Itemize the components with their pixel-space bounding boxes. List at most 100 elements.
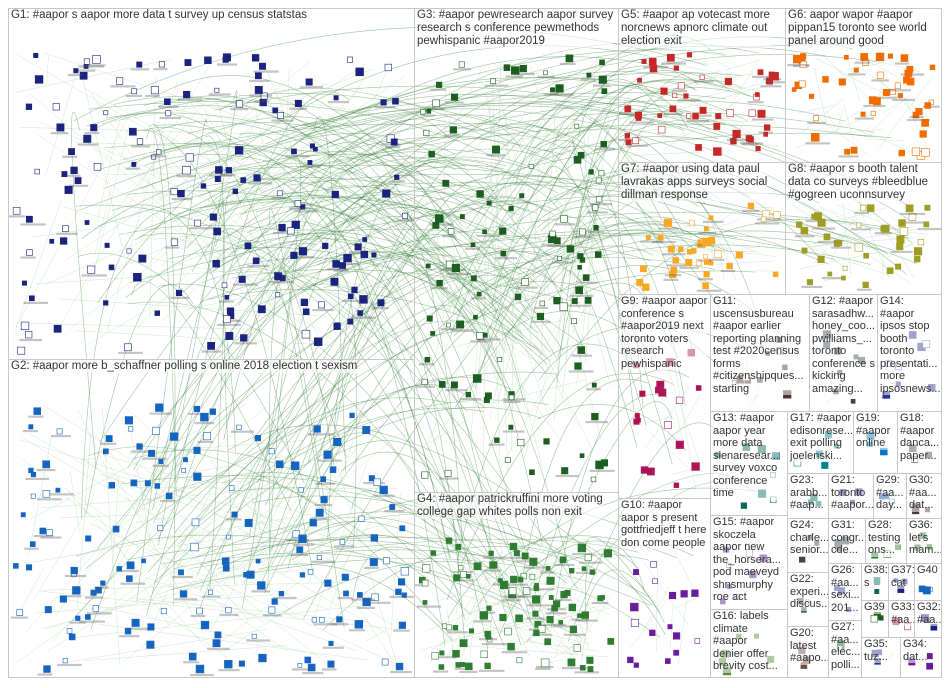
- node: [131, 161, 137, 167]
- node-label: [548, 244, 571, 247]
- node: [715, 113, 722, 120]
- node: [926, 662, 934, 670]
- group-g39[interactable]: G39: [861, 600, 889, 638]
- node-label: [384, 509, 405, 513]
- group-g35[interactable]: G35: tuz...: [861, 637, 901, 678]
- node: [332, 260, 340, 268]
- group-g3[interactable]: G3: #aapor pewresearch aapor survey rese…: [414, 8, 619, 493]
- group-g19[interactable]: G19: #aapor online: [853, 411, 898, 474]
- group-g13[interactable]: G13: #aapor aapor year more data sienare…: [710, 411, 788, 516]
- group-g26[interactable]: G26: #aa... sexi... 201...: [828, 563, 862, 621]
- group-g12[interactable]: G12: #aapor sarasadhw... honey_coo... pw…: [809, 294, 878, 412]
- group-g18[interactable]: G18: #aapor danca... paper...: [897, 411, 942, 474]
- node: [390, 138, 398, 146]
- node: [757, 69, 764, 76]
- group-g2[interactable]: G2: #aapor more b_schaffner polling s on…: [8, 359, 415, 678]
- node: [472, 374, 482, 383]
- group-g22[interactable]: G22: experi... discus...: [787, 572, 829, 627]
- group-g24[interactable]: G24: charle... senior...: [787, 518, 829, 573]
- node-label: [302, 671, 324, 675]
- node-label: [742, 209, 760, 212]
- node: [200, 620, 210, 630]
- node: [116, 566, 122, 572]
- group-g30[interactable]: G30: #aa... dat...: [906, 473, 942, 519]
- group-g27[interactable]: G27: #aa... elec... polli...: [828, 620, 862, 678]
- node: [657, 113, 663, 118]
- node: [571, 298, 578, 304]
- node: [691, 462, 700, 471]
- node: [915, 108, 923, 116]
- group-g38[interactable]: G38: s: [861, 563, 889, 601]
- group-g16[interactable]: G16: labels climate #aapor denier offer …: [710, 609, 788, 678]
- node: [894, 82, 901, 89]
- node: [685, 259, 693, 266]
- node-label: [758, 131, 773, 134]
- node: [584, 297, 592, 304]
- group-g28[interactable]: G28: testing ons...: [865, 518, 907, 564]
- node: [200, 412, 209, 422]
- node: [183, 457, 188, 463]
- node: [224, 295, 230, 300]
- group-g4[interactable]: G4: #aapor patrickruffini more voting co…: [414, 492, 619, 678]
- node: [663, 218, 672, 227]
- node: [460, 662, 466, 667]
- group-g9[interactable]: G9: #aapor aapor conference s #aapor2019…: [618, 294, 711, 499]
- node: [154, 310, 161, 316]
- node: [271, 598, 278, 605]
- node: [90, 124, 98, 132]
- node: [850, 398, 856, 404]
- group-g23[interactable]: G23: arabb... #aap...: [787, 473, 829, 519]
- node: [290, 251, 298, 259]
- node: [298, 247, 308, 256]
- node: [442, 179, 450, 187]
- node-label: [540, 571, 555, 574]
- node: [465, 391, 472, 398]
- group-g34[interactable]: G34: dat...: [900, 637, 942, 678]
- node-label: [494, 257, 518, 260]
- node: [92, 605, 99, 612]
- node: [874, 589, 880, 594]
- node: [714, 250, 722, 258]
- group-g7[interactable]: G7: #aapor using data paul lavrakas apps…: [618, 162, 786, 295]
- group-g33[interactable]: G33: #aa...: [888, 600, 915, 638]
- group-g6[interactable]: G6: aapor wapor #aapor pippan15 toronto …: [785, 8, 942, 163]
- node: [555, 84, 564, 93]
- group-g5[interactable]: G5: #aapor ap votecast more norcnews apn…: [618, 8, 786, 163]
- group-g36[interactable]: G36: let's mam...: [906, 518, 942, 564]
- node: [486, 200, 492, 206]
- group-g32[interactable]: G32: #aa...: [914, 600, 942, 638]
- node: [522, 587, 531, 595]
- node-label: [218, 669, 240, 672]
- node-label: [502, 599, 521, 602]
- node: [371, 593, 379, 602]
- node-label: [892, 98, 916, 102]
- group-g17[interactable]: G17: #aapor edisonrese... exit polling j…: [787, 411, 854, 474]
- node: [20, 321, 30, 331]
- group-g30-label: G30: #aa... dat...: [909, 474, 937, 512]
- node-label: [314, 503, 333, 507]
- group-g1[interactable]: G1: #aapor s aapor more data t survey up…: [8, 8, 415, 360]
- node: [136, 61, 143, 68]
- group-g37[interactable]: G37: cat: [888, 563, 915, 601]
- node: [66, 628, 73, 634]
- group-g20[interactable]: G20: latest #aapo...: [787, 626, 829, 678]
- group-g15[interactable]: G15: #aapor skoczela aapor new the_horse…: [710, 515, 788, 610]
- node: [160, 607, 168, 615]
- node-label: [566, 304, 591, 307]
- node-label: [504, 583, 529, 586]
- group-g11[interactable]: G11: uscensusbureau #aapor earlier repor…: [710, 294, 810, 412]
- group-g9-label: G9: #aapor aapor conference s #aapor2019…: [621, 295, 708, 370]
- group-g31[interactable]: G31: congr... cde...: [828, 518, 866, 564]
- node: [484, 662, 491, 670]
- group-g10[interactable]: G10: #aapor aapor s present gottfriedjef…: [618, 498, 711, 678]
- group-g29[interactable]: G29: #aa... day...: [873, 473, 907, 519]
- node: [913, 255, 921, 263]
- group-g14[interactable]: G14: #aapor ipsos stop booth toronto pre…: [877, 294, 942, 412]
- group-g8[interactable]: G8: #aapor s booth talent data co survey…: [785, 162, 942, 295]
- group-g40[interactable]: G40: [914, 563, 942, 601]
- group-g20-label: G20: latest #aapo...: [790, 627, 829, 665]
- group-g21[interactable]: G21: toronto #aapor...: [828, 473, 874, 519]
- node: [451, 263, 460, 273]
- node-label: [760, 85, 782, 88]
- node-label: [330, 623, 349, 626]
